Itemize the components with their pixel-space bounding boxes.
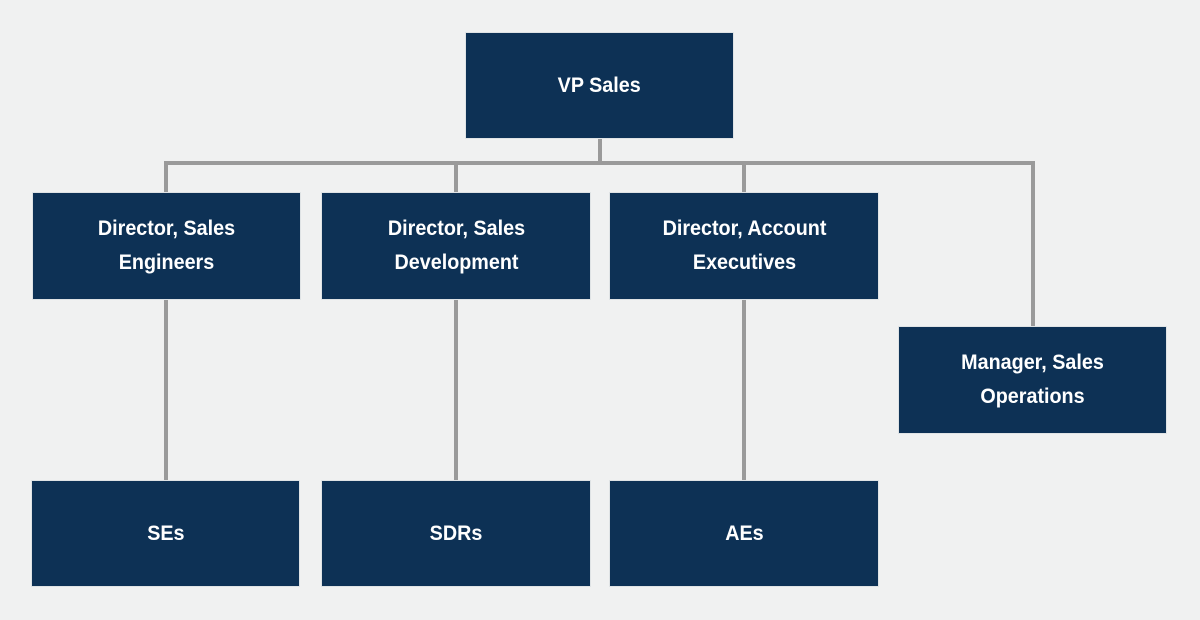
org-node-vp-sales: VP Sales <box>466 33 733 138</box>
connector-vp-sales-drop <box>598 138 602 165</box>
org-node-label: Director, Sales Development <box>387 217 525 274</box>
org-node-label: SDRs <box>429 521 483 545</box>
connector-horizontal-bus <box>164 161 1035 165</box>
connector-to-director-sales-engineers <box>164 161 168 195</box>
org-node-ses: SEs <box>32 481 299 586</box>
connector-director-sales-development-to-sdrs <box>454 297 458 483</box>
connector-director-sales-engineers-to-ses <box>164 297 168 483</box>
connector-director-account-executives-to-aes <box>742 297 746 483</box>
org-node-director-sales-development: Director, Sales Development <box>322 193 590 299</box>
org-node-sdrs: SDRs <box>322 481 590 586</box>
org-node-director-account-executives: Director, Account Executives <box>610 193 878 299</box>
org-node-label: SEs <box>146 521 185 545</box>
connector-to-director-account-executives <box>742 161 746 195</box>
org-node-label: Manager, Sales Operations <box>961 351 1104 408</box>
connector-to-director-sales-development <box>454 161 458 195</box>
org-node-director-sales-engineers: Director, Sales Engineers <box>33 193 300 299</box>
org-node-label: AEs <box>724 521 764 545</box>
org-node-label: Director, Sales Engineers <box>97 217 236 274</box>
org-node-label: Director, Account Executives <box>662 217 826 274</box>
org-node-label: VP Sales <box>557 73 642 97</box>
org-node-manager-sales-operations: Manager, Sales Operations <box>899 327 1166 433</box>
connector-to-manager-sales-operations <box>1031 161 1035 329</box>
org-node-aes: AEs <box>610 481 878 586</box>
